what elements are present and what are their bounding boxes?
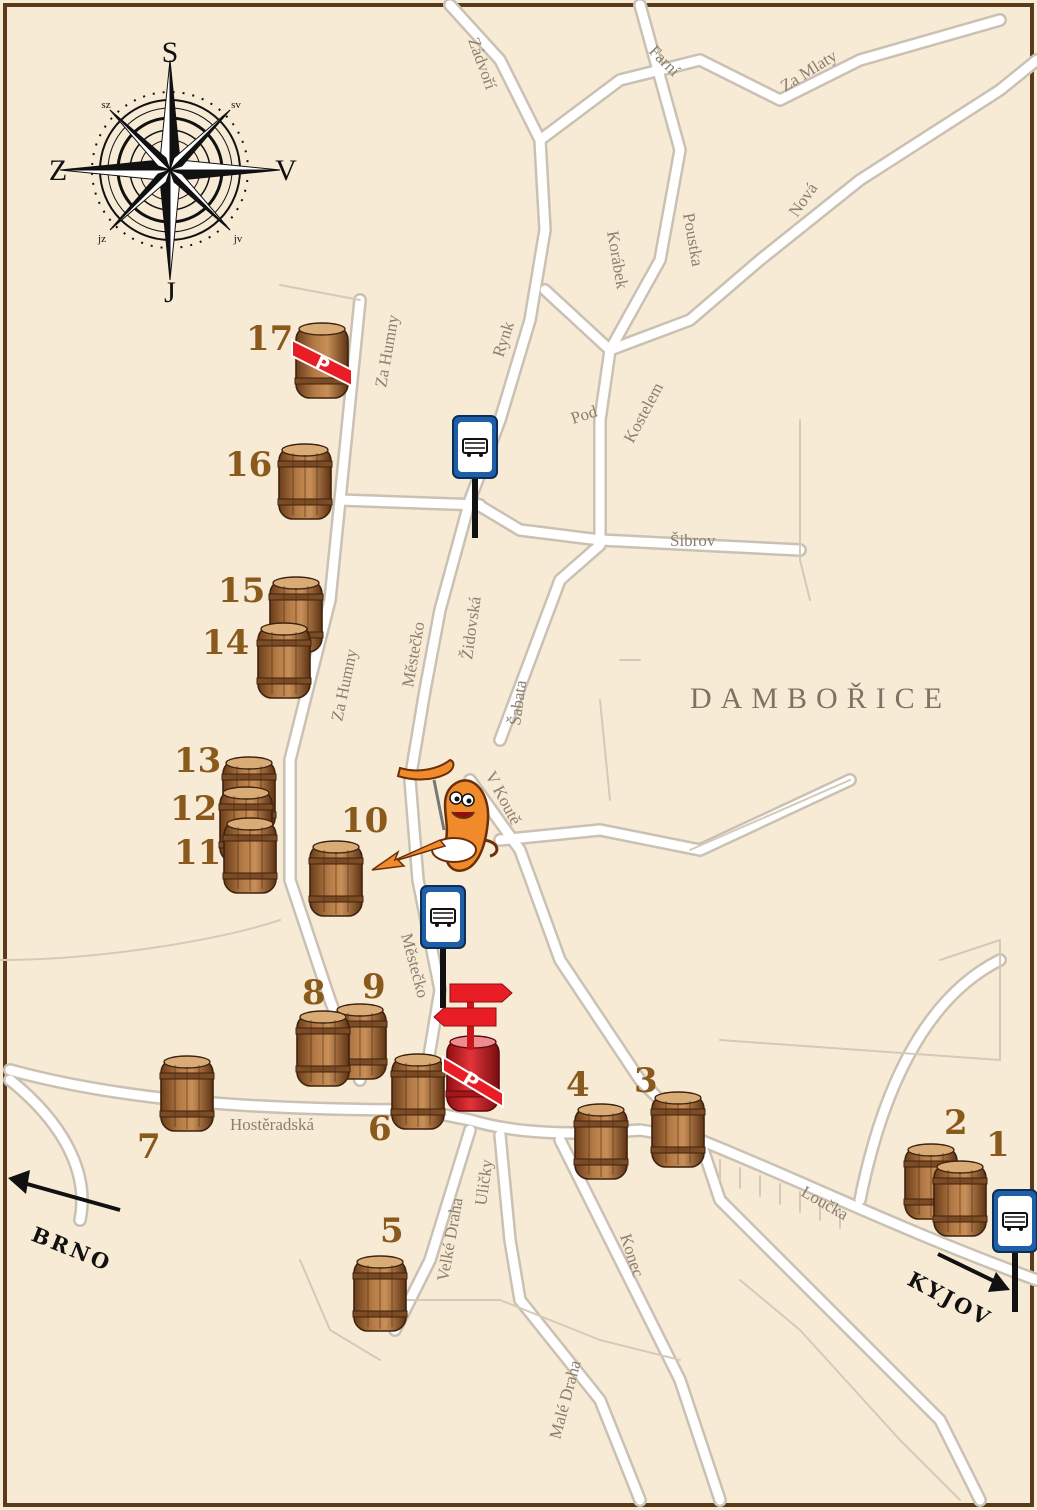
compass-s: J (164, 276, 176, 309)
stop-9: 9 (362, 967, 386, 1007)
town-name: DAMBOŘICE (690, 682, 951, 715)
stop-6: 6 (368, 1109, 392, 1149)
signpost-icon (433, 983, 513, 1050)
barrel-16-icon (277, 443, 333, 520)
compass-w: Z (49, 154, 67, 187)
orange-arrow-icon (371, 839, 447, 871)
stop-numbers: 17 16 15 14 13 12 11 10 8 9 7 6 5 4 3 2 … (137, 319, 1010, 1251)
barrel-3-icon (650, 1091, 706, 1168)
stop-16: 16 (225, 445, 272, 485)
compass-sw: jz (97, 233, 106, 245)
barrel-11-icon (222, 817, 278, 894)
stop-15: 15 (218, 571, 265, 611)
stop-5: 5 (380, 1211, 404, 1251)
barrel-5-icon (352, 1255, 408, 1332)
compass-se: jv (233, 233, 243, 245)
compass-ne: sv (231, 99, 241, 111)
stop-1: 1 (986, 1125, 1010, 1165)
stop-8: 8 (302, 973, 326, 1013)
barrel-10-icon (308, 840, 364, 917)
street-hosteradska: Hostěradská (230, 1115, 314, 1134)
stop-3: 3 (634, 1061, 658, 1101)
barrel-6-icon (390, 1053, 446, 1130)
barrel-4-icon (573, 1103, 629, 1180)
stop-12: 12 (170, 789, 217, 829)
street-sibrov: Šibrov (670, 531, 716, 550)
stop-13: 13 (174, 741, 221, 781)
stop-10: 10 (341, 801, 388, 841)
compass-rose-icon: S J Z V sz sv jz jv (49, 36, 297, 309)
stop-2: 2 (944, 1103, 968, 1143)
barrel-7-icon (159, 1055, 215, 1132)
stop-4: 4 (566, 1065, 590, 1105)
compass-n: S (162, 36, 179, 69)
barrel-14-icon (256, 622, 312, 699)
sausage-mascot-icon (396, 758, 499, 872)
stop-14: 14 (202, 623, 249, 663)
barrel-1-icon (932, 1160, 988, 1237)
stop-17: 17 (246, 319, 293, 359)
compass-nw: sz (101, 99, 110, 111)
stop-7: 7 (137, 1127, 161, 1167)
barrel-8-icon (295, 1010, 351, 1087)
compass-e: V (275, 154, 297, 187)
stop-11: 11 (174, 833, 221, 873)
